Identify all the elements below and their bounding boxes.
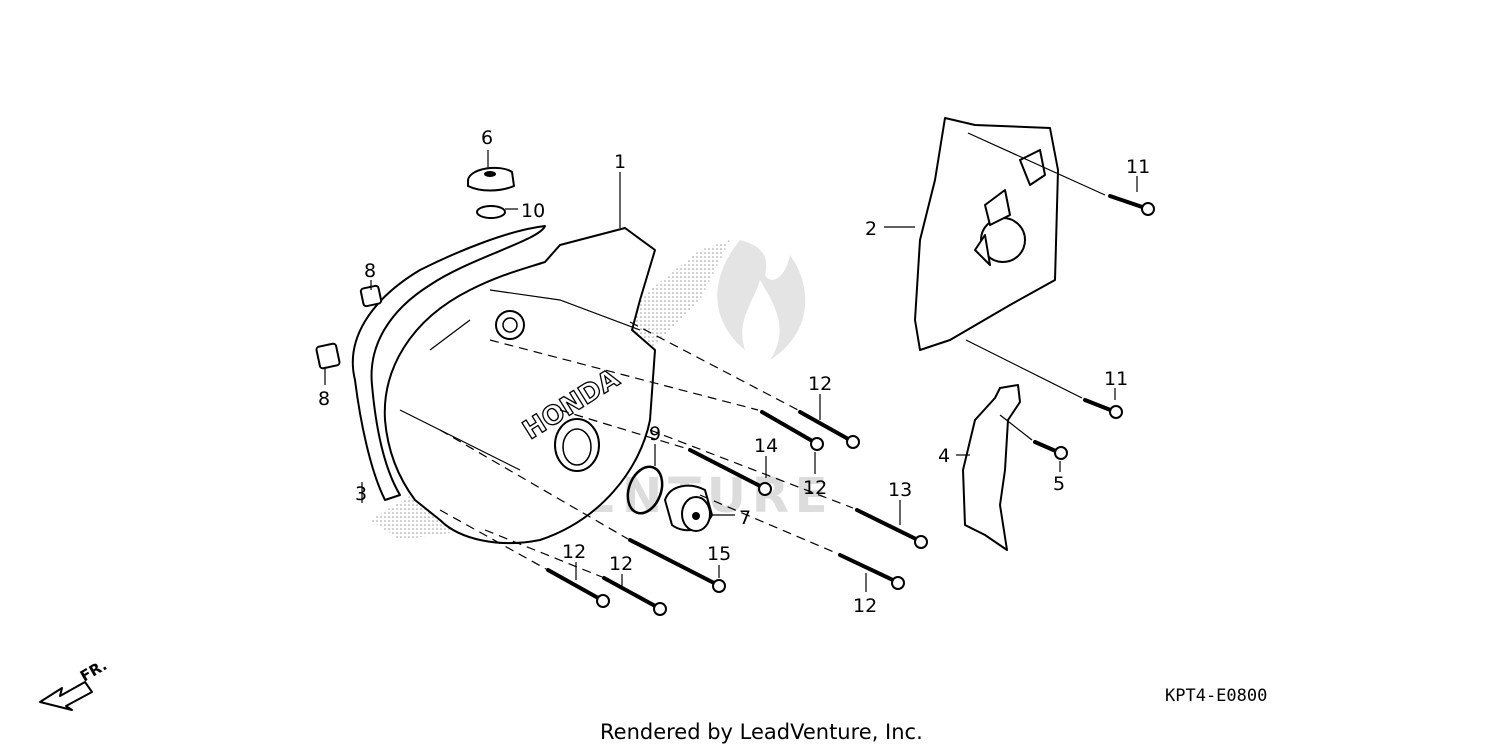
callout-8-upper: 8 xyxy=(364,260,376,282)
bolt-12-bottom-mid xyxy=(602,576,659,609)
callout-15: 15 xyxy=(707,543,731,565)
front-arrow-label: FR. xyxy=(77,656,110,685)
bolt-12-right xyxy=(838,553,897,583)
bolt-14-head xyxy=(758,482,772,496)
align-12-mid xyxy=(489,339,759,411)
bolt-13 xyxy=(855,508,920,542)
bolt-13-head xyxy=(914,535,928,549)
filler-cap xyxy=(467,166,515,192)
align-11-lower xyxy=(965,339,1083,399)
dowel-pin-lower xyxy=(315,342,341,370)
align-11-upper xyxy=(967,132,1106,196)
bolt-12-upper-head xyxy=(846,435,860,449)
dowel-pin-upper xyxy=(359,284,383,308)
callouts: 1 2 3 4 5 6 7 8 8 9 10 11 11 12 12 12 12… xyxy=(318,127,1150,617)
bolt-5-head xyxy=(1054,446,1068,460)
crank-hole-cap-center xyxy=(692,512,700,520)
callout-4: 4 xyxy=(938,445,950,467)
callout-3: 3 xyxy=(355,483,367,505)
align-12-bottom-mid xyxy=(484,529,603,578)
align-12-bottom-left xyxy=(439,509,547,570)
callout-11-lower: 11 xyxy=(1104,368,1128,390)
callout-10: 10 xyxy=(521,200,545,222)
align-12-right xyxy=(699,494,837,554)
bolt-12-bottom-left xyxy=(546,568,602,601)
callout-13: 13 xyxy=(888,479,912,501)
callout-1: 1 xyxy=(614,151,626,173)
bolt-15 xyxy=(628,538,718,586)
bolt-5 xyxy=(1033,440,1060,454)
gasket xyxy=(351,225,546,501)
cover-flange xyxy=(399,289,641,471)
callout-12-mid: 12 xyxy=(803,477,827,499)
callout-9: 9 xyxy=(649,423,661,445)
bolt-12-right-head xyxy=(891,576,905,590)
bolt-15-head xyxy=(712,579,726,593)
callout-12-upper: 12 xyxy=(808,373,832,395)
leader-lines xyxy=(324,132,1138,592)
callout-8-lower: 8 xyxy=(318,388,330,410)
o-ring-10 xyxy=(476,205,506,219)
bolt-14 xyxy=(688,448,764,489)
callout-12-bottom-left: 12 xyxy=(562,541,586,563)
bolt-12-upper xyxy=(798,410,852,442)
callout-14: 14 xyxy=(754,435,778,457)
bolt-11-upper xyxy=(1108,194,1147,210)
align-12-upper xyxy=(629,321,799,411)
align-5 xyxy=(999,414,1033,441)
callout-6: 6 xyxy=(481,127,493,149)
align-15 xyxy=(439,429,629,540)
callout-2: 2 xyxy=(865,218,877,240)
front-direction-indicator: FR. xyxy=(39,656,110,711)
inspection-bore-inner xyxy=(562,428,592,466)
filler-cap-top xyxy=(484,171,496,177)
sprocket-cover-slot-1 xyxy=(984,189,1011,226)
bolt-12-bottom-left-head xyxy=(596,594,610,608)
oil-filler-inner xyxy=(502,317,518,333)
callout-11-upper: 11 xyxy=(1126,156,1150,178)
bolt-group xyxy=(546,194,1155,616)
callout-5: 5 xyxy=(1053,473,1065,495)
callout-7: 7 xyxy=(739,507,751,529)
align-13 xyxy=(649,429,854,509)
front-arrow-icon xyxy=(39,681,93,711)
bolt-11-upper-head xyxy=(1141,202,1155,216)
footer-credit: Rendered by LeadVenture, Inc. xyxy=(600,720,923,744)
callout-12-bottom-mid: 12 xyxy=(609,553,633,575)
chain-guide xyxy=(962,384,1021,551)
align-14 xyxy=(559,409,689,450)
bolt-12-bottom-mid-head xyxy=(653,602,667,616)
sprocket-cover-slot-2 xyxy=(974,234,991,266)
bolt-12-mid xyxy=(760,410,816,444)
bolt-11-lower-head xyxy=(1109,405,1123,419)
diagram-code: KPT4-E0800 xyxy=(1165,686,1267,706)
watermark-flame-icon xyxy=(717,240,806,360)
bolt-11-lower xyxy=(1083,398,1115,413)
o-ring-9 xyxy=(626,465,664,515)
bolt-12-mid-head xyxy=(810,437,824,451)
callout-12-right: 12 xyxy=(853,595,877,617)
